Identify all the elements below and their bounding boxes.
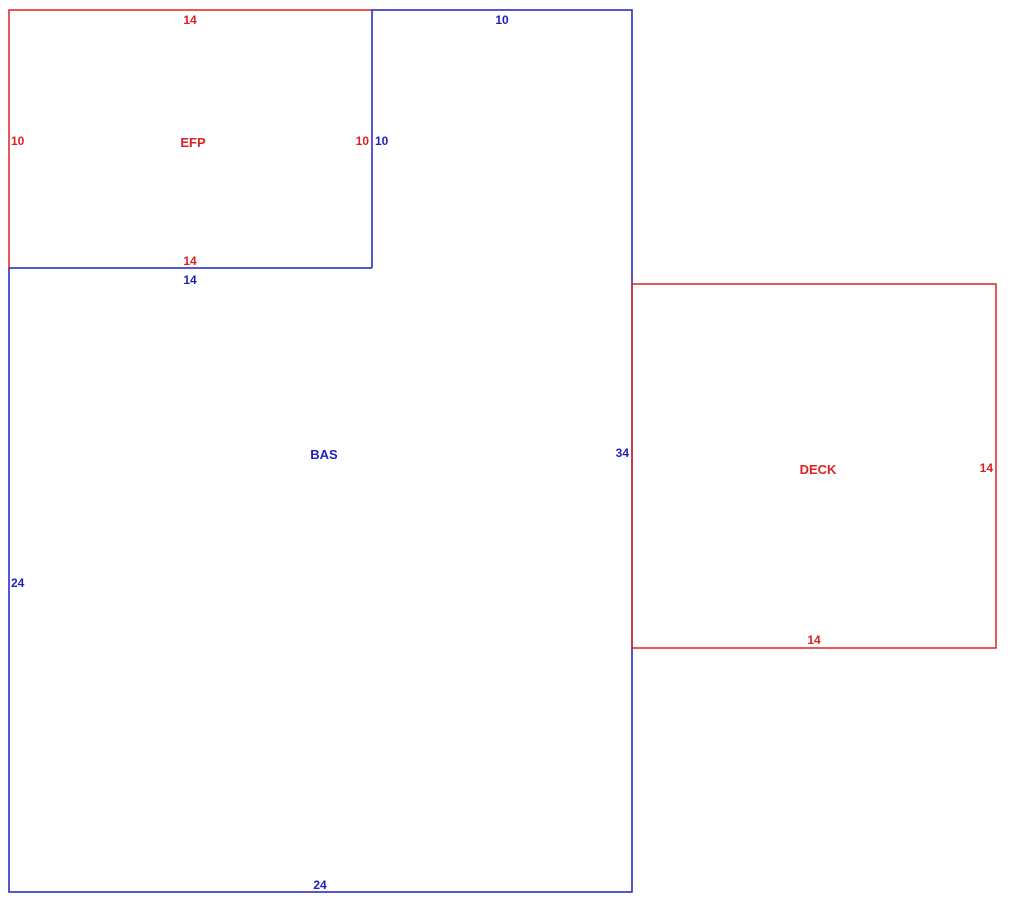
deck-bottom-dimension: 14 bbox=[807, 633, 821, 647]
efp-area-label: EFP bbox=[180, 135, 206, 150]
bas-area-label: BAS bbox=[310, 447, 338, 462]
efp-top-dimension: 14 bbox=[183, 13, 197, 27]
deck-outline bbox=[632, 283, 997, 649]
bas-right-dimension: 34 bbox=[616, 446, 630, 460]
bas-left-dimension: 24 bbox=[11, 576, 25, 590]
bas-efp-side-dimension: 10 bbox=[375, 134, 389, 148]
efp-left-dimension: 10 bbox=[11, 134, 25, 148]
efp-outline bbox=[8, 9, 372, 268]
deck-right-dimension: 14 bbox=[980, 461, 994, 475]
deck-area-label: DECK bbox=[800, 462, 837, 477]
efp-right-dimension: 10 bbox=[356, 134, 370, 148]
bas-efp-bottom-dimension: 14 bbox=[183, 273, 197, 287]
bas-top-dimension: 10 bbox=[495, 13, 509, 27]
efp-bottom-dimension: 14 bbox=[183, 254, 197, 268]
bas-bottom-dimension: 24 bbox=[313, 878, 327, 892]
